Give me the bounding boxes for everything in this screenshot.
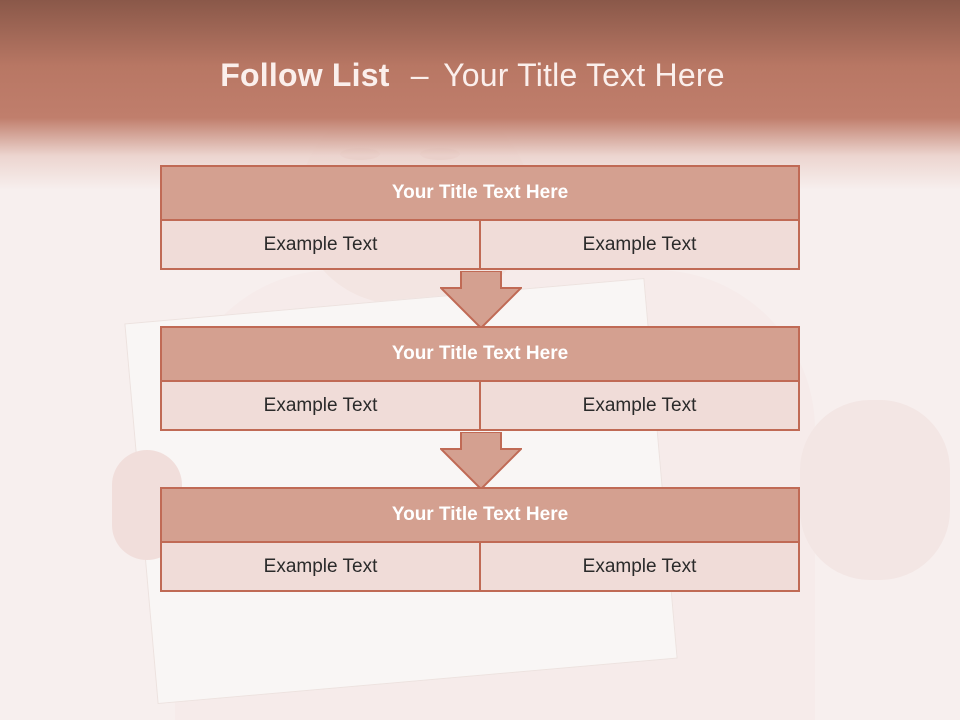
- step-cell-right: Example Text: [479, 543, 798, 590]
- step-cell-left: Example Text: [162, 221, 479, 268]
- title-main: Follow List: [220, 57, 390, 93]
- step-row: Example Text Example Text: [160, 543, 800, 592]
- step-title: Your Title Text Here: [160, 165, 800, 221]
- down-arrow-icon: [440, 271, 522, 329]
- step-row: Example Text Example Text: [160, 221, 800, 270]
- step-box-1: Your Title Text Here Example Text Exampl…: [160, 165, 800, 270]
- step-cell-left: Example Text: [162, 543, 479, 590]
- title-separator: –: [410, 57, 429, 93]
- down-arrow-icon: [440, 432, 522, 490]
- step-title: Your Title Text Here: [160, 487, 800, 543]
- step-cell-right: Example Text: [479, 382, 798, 429]
- page-title: Follow List – Your Title Text Here: [0, 57, 945, 94]
- step-box-3: Your Title Text Here Example Text Exampl…: [160, 487, 800, 592]
- step-cell-left: Example Text: [162, 382, 479, 429]
- step-title: Your Title Text Here: [160, 326, 800, 382]
- title-subtitle: Your Title Text Here: [443, 57, 725, 93]
- step-box-2: Your Title Text Here Example Text Exampl…: [160, 326, 800, 431]
- step-row: Example Text Example Text: [160, 382, 800, 431]
- hand-right: [800, 400, 950, 580]
- header-band: [0, 0, 960, 190]
- step-cell-right: Example Text: [479, 221, 798, 268]
